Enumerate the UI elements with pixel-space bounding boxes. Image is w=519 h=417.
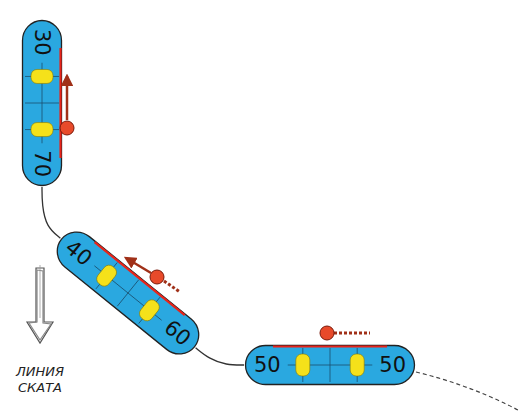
board-outline — [49, 224, 206, 362]
snowboard: 50 50 — [245, 345, 415, 385]
snowboard: 30 70 — [22, 20, 62, 186]
fall-line-arrow — [27, 265, 53, 343]
trajectory-tail — [416, 372, 518, 410]
board-crossline — [330, 348, 331, 382]
trajectory-line — [196, 348, 244, 365]
board-outline — [246, 346, 415, 385]
trajectory-line — [42, 187, 60, 238]
board-crossline — [25, 103, 59, 104]
binding — [31, 69, 53, 83]
edge-grip — [59, 48, 61, 158]
snowboard: 4060 — [49, 223, 208, 362]
binding — [31, 123, 53, 137]
binding — [296, 354, 310, 376]
weight-percent: 70 — [22, 150, 62, 177]
binding — [350, 354, 364, 376]
binding — [94, 263, 119, 289]
weight-percent: 30 — [22, 29, 62, 56]
weight-percent: 50 — [254, 345, 281, 385]
fall-line-label: ЛИНИЯ СКАТА — [4, 364, 76, 397]
weight-percent: 50 — [379, 345, 406, 385]
binding — [137, 297, 162, 323]
edge-grip — [273, 345, 387, 347]
board-crossline — [117, 280, 138, 306]
pressure-dot — [320, 326, 370, 340]
edge-grip — [95, 242, 185, 315]
board-outline — [23, 21, 62, 186]
